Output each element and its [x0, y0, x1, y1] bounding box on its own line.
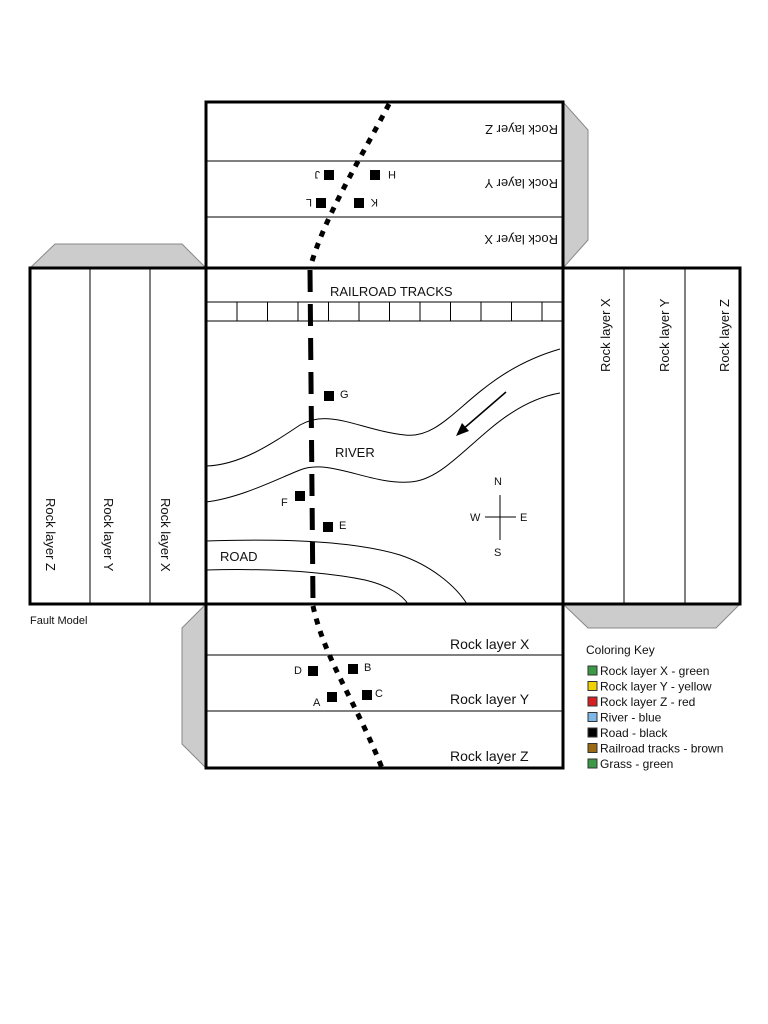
compass-south: S: [494, 547, 501, 559]
left-layer-label: Rock layer Z: [43, 498, 58, 571]
right-panel: Rock layer X Rock layer Y Rock layer Z: [561, 266, 742, 606]
key-swatch: [587, 727, 598, 738]
key-swatch: [587, 665, 598, 676]
railroad-tracks: [206, 301, 563, 322]
key-swatch: [587, 681, 598, 691]
bottom-point-label: A: [313, 697, 321, 709]
top-layer-label: Rock layer Z: [485, 122, 558, 137]
key-item-label: Grass - green: [600, 757, 673, 771]
key-item-label: River - blue: [600, 711, 662, 725]
railroad-label: RAILROAD TRACKS: [330, 284, 453, 299]
top-point-label: H: [388, 168, 396, 180]
key-item-label: Rock layer Y - yellow: [600, 680, 712, 694]
top-point-label: J: [315, 168, 321, 180]
top-layer-label: Rock layer X: [484, 232, 558, 247]
bottom-layer-label: Rock layer X: [450, 636, 530, 652]
left-panel: Rock layer Z Rock layer Y Rock layer X: [28, 266, 208, 606]
top-point-label: L: [306, 196, 312, 208]
river-flow-arrow-icon: [456, 391, 507, 436]
bottom-point-label: D: [294, 665, 302, 677]
top-point-marker: [370, 170, 380, 180]
map-point-label: E: [339, 520, 346, 532]
bottom-point-marker: [348, 664, 358, 674]
map-point-label: G: [340, 389, 349, 401]
road-edge-south: [205, 569, 409, 605]
fault-line: [307, 102, 392, 769]
glue-tab-right-bottom: [561, 603, 742, 629]
map-point-label: F: [281, 497, 288, 509]
bottom-point-marker: [362, 690, 372, 700]
key-item-label: Railroad tracks - brown: [600, 742, 723, 756]
compass-rose-icon: N S E W: [470, 476, 527, 559]
top-point-label: K: [370, 196, 378, 208]
key-item-label: Rock layer X - green: [600, 664, 709, 678]
left-layer-label: Rock layer Y: [101, 498, 116, 572]
top-point-marker: [354, 198, 364, 208]
road-label: ROAD: [220, 549, 258, 564]
right-layer-label: Rock layer X: [598, 298, 613, 372]
key-item-label: Road - black: [600, 726, 668, 740]
map-point-marker: [323, 522, 333, 532]
top-point-marker: [316, 198, 326, 208]
key-swatch: [587, 712, 598, 722]
diagram-title: Fault Model: [30, 615, 87, 627]
bottom-point-marker: [327, 692, 337, 702]
key-item-label: Rock layer Z - red: [600, 695, 695, 709]
river-label: RIVER: [335, 445, 375, 460]
compass-west: W: [470, 512, 481, 524]
left-layer-label: Rock layer X: [158, 498, 173, 572]
map-panel: RAILROAD TRACKS RIVER ROAD N S E W G F E: [204, 266, 565, 606]
bottom-point-label: B: [364, 662, 371, 674]
top-panel: Rock layer Z Rock layer Y Rock layer X: [204, 100, 565, 270]
glue-tab-bottom-left: [181, 602, 207, 770]
river-bank-north: [205, 348, 561, 467]
map-point-marker: [295, 491, 305, 501]
top-point-marker: [324, 170, 334, 180]
road-edge-north: [205, 539, 468, 605]
glue-tab-left-top: [28, 243, 208, 269]
bottom-panel: Rock layer X Rock layer Y Rock layer Z D…: [204, 602, 565, 770]
top-points: J H L K: [306, 168, 396, 208]
key-swatch: [587, 696, 598, 707]
compass-north: N: [494, 476, 502, 488]
coloring-key-title: Coloring Key: [586, 643, 655, 657]
glue-tab-top-right: [562, 100, 589, 270]
compass-east: E: [520, 512, 527, 524]
right-layer-label: Rock layer Y: [657, 298, 672, 372]
top-layer-label: Rock layer Y: [484, 176, 558, 191]
river-bank-south: [205, 392, 561, 503]
key-swatch: [587, 758, 598, 769]
map-point-marker: [324, 391, 334, 401]
right-layer-label: Rock layer Z: [717, 299, 732, 372]
bottom-layer-label: Rock layer Y: [450, 691, 530, 707]
key-swatch: [587, 743, 598, 753]
bottom-layer-label: Rock layer Z: [450, 748, 529, 764]
bottom-point-marker: [308, 666, 318, 676]
bottom-point-label: C: [375, 688, 383, 700]
